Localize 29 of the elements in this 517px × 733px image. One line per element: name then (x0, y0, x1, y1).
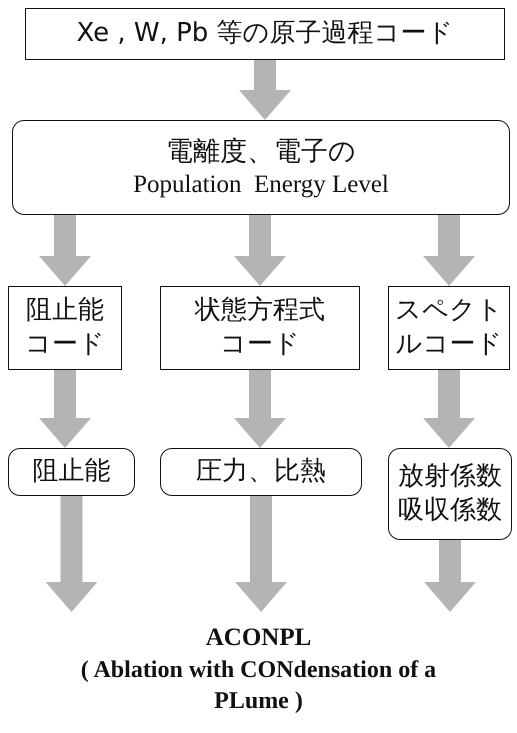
block-arrow (423, 370, 475, 448)
process-box (8, 286, 122, 370)
box-text: 阻止能コード (24, 294, 106, 361)
result-box (8, 448, 135, 496)
box-text: 圧力、比熱 (196, 455, 326, 488)
block-arrow (234, 215, 286, 286)
process-box (160, 286, 360, 370)
process-box (12, 120, 510, 215)
block-arrow (39, 215, 91, 286)
box-text: 電離度、電子の (166, 134, 356, 169)
box-text: Xe , W, Pb 等の原子過程コード (76, 17, 454, 50)
block-arrow (423, 215, 475, 286)
box-text: 放射係数吸収係数 (397, 460, 503, 527)
block-arrow (235, 496, 287, 612)
process-box (388, 286, 510, 370)
box-text: スペクトルコード (395, 294, 503, 361)
result-box (388, 448, 512, 540)
block-arrow (46, 496, 98, 612)
block-arrow (239, 60, 291, 120)
block-arrow (39, 370, 91, 448)
box-text: Population Energy Level (133, 170, 389, 200)
process-box (25, 8, 505, 60)
result-box (160, 448, 362, 496)
code-description: ( Ablation with CONdensation of a PLume ) (80, 656, 438, 716)
code-name: ACONPL (206, 623, 312, 654)
box-text: 状態方程式コード (194, 294, 326, 361)
block-arrow (234, 370, 286, 448)
block-arrow (424, 540, 476, 612)
box-text: 阻止能 (32, 455, 110, 488)
